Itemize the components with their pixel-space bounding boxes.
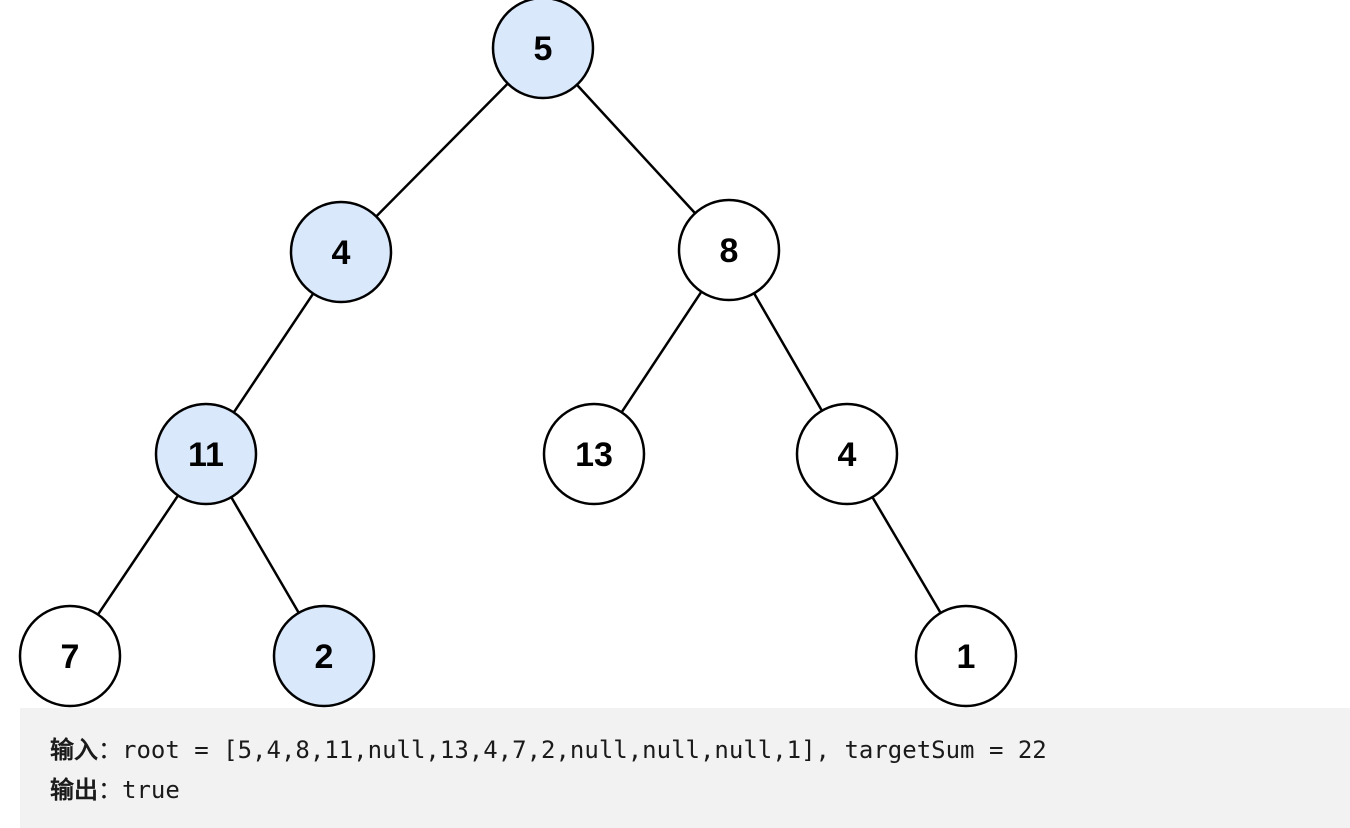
tree-node: 1 [914, 604, 1018, 708]
tree-edge [230, 496, 300, 614]
path-node-circle [154, 402, 258, 506]
input-label: 输入 [50, 736, 98, 764]
input-text: ：root = [5,4,8,11,null,13,4,7,2,null,nul… [98, 736, 1047, 764]
tree-node: 11 [154, 402, 258, 506]
output-line: 输出：true [50, 770, 1350, 810]
tree-node: 4 [289, 200, 393, 304]
node-value-label: 4 [838, 436, 857, 474]
output-label: 输出 [50, 776, 98, 804]
tree-node: 5 [491, 0, 595, 100]
path-node-circle [491, 0, 595, 100]
node-value-label: 1 [957, 638, 976, 676]
node-value-label: 5 [534, 30, 553, 68]
tree-edge [375, 82, 509, 218]
tree-edge [232, 292, 315, 414]
tree-edge [871, 496, 942, 614]
node-value-label: 11 [188, 436, 224, 474]
node-circle [542, 402, 646, 506]
node-value-label: 7 [61, 638, 80, 676]
path-node-circle [272, 604, 376, 708]
tree-edges [96, 82, 942, 616]
node-value-label: 8 [720, 232, 739, 270]
output-text: ：true [98, 776, 180, 804]
node-circle [795, 402, 899, 506]
tree-node: 13 [542, 402, 646, 506]
node-value-label: 13 [575, 436, 613, 474]
tree-node: 2 [272, 604, 376, 708]
node-circle [677, 198, 781, 302]
path-node-circle [289, 200, 393, 304]
input-line: 输入：root = [5,4,8,11,null,13,4,7,2,null,n… [50, 730, 1350, 770]
tree-nodes: 5 4 8 11 13 4 7 2 1 [18, 0, 1018, 708]
node-circle [914, 604, 1018, 708]
tree-edge [620, 291, 703, 413]
node-value-label: 4 [332, 234, 351, 272]
node-circle [18, 604, 122, 708]
tree-edge [752, 292, 824, 412]
tree-node: 4 [795, 402, 899, 506]
tree-node: 8 [677, 198, 781, 302]
binary-tree-diagram: 5 4 8 11 13 4 7 2 1 [18, 0, 1018, 708]
tree-edge [575, 83, 697, 215]
example-box: 输入：root = [5,4,8,11,null,13,4,7,2,null,n… [20, 708, 1350, 828]
tree-edge [96, 494, 180, 616]
tree-node: 7 [18, 604, 122, 708]
node-value-label: 2 [315, 638, 334, 676]
